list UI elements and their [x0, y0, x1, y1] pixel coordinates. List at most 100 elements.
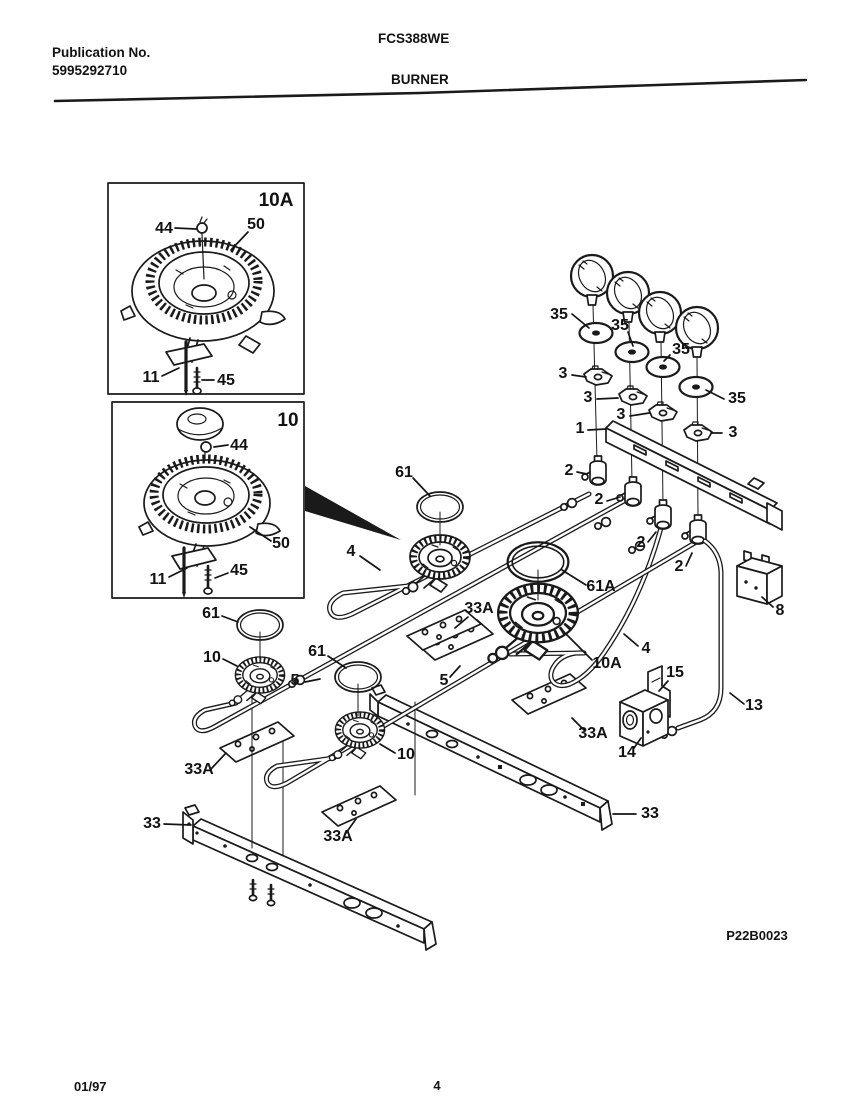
inset-box-10-border: [111, 401, 305, 599]
svg-text:50: 50: [272, 535, 290, 552]
svg-text:33: 33: [143, 815, 161, 832]
svg-text:33: 33: [641, 805, 659, 822]
header-rule: [53, 78, 808, 103]
section-title: BURNER: [391, 72, 449, 87]
svg-text:5: 5: [291, 672, 300, 689]
svg-text:3: 3: [617, 406, 626, 423]
svg-text:44: 44: [155, 220, 173, 237]
callout-bezel-3: 35: [663, 341, 690, 362]
callout-spark-module: 8: [761, 596, 785, 619]
inset-box-large-burner: 10A 44 50: [107, 182, 305, 396]
callout-front-tube-2: 5: [440, 665, 461, 689]
svg-text:5: 5: [440, 672, 449, 689]
svg-text:61: 61: [202, 605, 220, 622]
svg-text:14: 14: [618, 744, 636, 761]
callout-screw-10a: 45: [201, 372, 235, 389]
svg-text:45: 45: [217, 372, 235, 389]
svg-text:50: 50: [247, 216, 265, 233]
small-burner-detail-art: [138, 407, 281, 598]
callout-orifice-holder-10a: 11: [143, 367, 180, 386]
svg-text:10: 10: [203, 649, 221, 666]
callout-switch-3: 3: [617, 406, 650, 423]
svg-text:13: 13: [745, 697, 763, 714]
callout-burner-head-10: 50: [249, 526, 290, 552]
svg-text:33A: 33A: [323, 828, 353, 845]
svg-text:61: 61: [308, 643, 326, 660]
regulator-supply-tube: [659, 538, 724, 740]
svg-text:33A: 33A: [184, 761, 214, 778]
callout-ring-rear: 61: [395, 464, 431, 497]
gas-tube-rear-left: [327, 491, 592, 620]
callout-regulator-tube: 13: [729, 692, 763, 714]
callout-plate-left: 33A: [184, 752, 227, 778]
page-number: 4: [433, 1078, 441, 1093]
callout-bezel-1: 35: [550, 306, 590, 329]
alignment-centerlines: [251, 694, 416, 857]
svg-text:4: 4: [347, 543, 356, 560]
callout-regulator: 14: [618, 737, 642, 761]
svg-text:4: 4: [642, 640, 651, 657]
page-header: Publication No. 5995292710 FCS388WE BURN…: [52, 31, 808, 103]
svg-text:2: 2: [565, 462, 574, 479]
callout-front-tube-1: 5: [291, 672, 321, 689]
inset-pointer-arrow: [305, 486, 401, 540]
callout-electrode-10a: 44: [155, 220, 197, 237]
callout-switch-1: 3: [559, 365, 587, 382]
ring-centerlines: [259, 511, 539, 717]
support-rail-upper: [369, 684, 613, 831]
callout-screw-10: 45: [214, 562, 248, 579]
callout-orifice-holder-10: 11: [150, 567, 188, 588]
callout-plate-upper: 33A: [454, 600, 494, 629]
svg-text:45: 45: [230, 562, 248, 579]
svg-text:1: 1: [576, 420, 585, 437]
callout-plate-bottom: 33A: [323, 818, 357, 845]
burner-front-left: [229, 657, 284, 706]
mounting-screws: [248, 878, 276, 907]
svg-text:33A: 33A: [578, 725, 608, 742]
svg-text:3: 3: [584, 389, 593, 406]
diagram-code: P22B0023: [726, 928, 787, 943]
inset-box-10a-label: 10A: [259, 190, 294, 211]
callout-rear-tube-1: 4: [347, 543, 381, 571]
callout-burner-head-10a: 50: [230, 216, 265, 251]
callout-bezel-4: 35: [705, 389, 746, 407]
callout-manifold: 1: [576, 420, 607, 437]
svg-text:8: 8: [776, 602, 785, 619]
svg-text:15: 15: [666, 664, 684, 681]
svg-text:2: 2: [595, 491, 604, 508]
inset-box-small-burner: 10 44 50: [111, 401, 305, 599]
svg-text:35: 35: [672, 341, 690, 358]
burner-box-plate-bottom: [321, 785, 397, 827]
gas-tube-front-left: [192, 493, 636, 734]
svg-text:10A: 10A: [592, 655, 622, 672]
svg-text:35: 35: [550, 306, 568, 323]
burner-front-mid: [329, 712, 384, 761]
burner-rear-left: [403, 535, 470, 594]
callout-valve-2: 2: [595, 491, 621, 508]
callout-rail-left: 33: [143, 815, 192, 832]
callout-ring-large: 61A: [561, 569, 616, 595]
support-rail-lower: [182, 804, 437, 951]
manifold-pipe: [605, 420, 783, 531]
svg-text:10: 10: [397, 746, 415, 763]
callout-burner-large: 10A: [565, 633, 622, 672]
callout-ring-front-mid: 61: [308, 643, 347, 669]
inset-box-10-label: 10: [277, 410, 298, 431]
svg-text:11: 11: [143, 369, 160, 386]
svg-text:33A: 33A: [464, 600, 494, 617]
callout-rail-right: 33: [612, 805, 659, 822]
callout-electrode-10: 44: [213, 437, 248, 454]
callout-regulator-bracket: 15: [658, 664, 684, 692]
svg-text:2: 2: [675, 558, 684, 575]
svg-text:11: 11: [150, 571, 167, 588]
svg-text:44: 44: [230, 437, 248, 454]
gas-tube-front-right: [264, 538, 701, 790]
issue-date: 01/97: [74, 1079, 107, 1094]
svg-text:61A: 61A: [586, 578, 616, 595]
callout-burner-small-2: 10: [379, 743, 415, 763]
callout-valve-1: 2: [565, 462, 588, 479]
model-number: FCS388WE: [378, 31, 449, 46]
gas-tube-rear-right: [507, 525, 664, 688]
pressure-regulator: [619, 689, 669, 747]
